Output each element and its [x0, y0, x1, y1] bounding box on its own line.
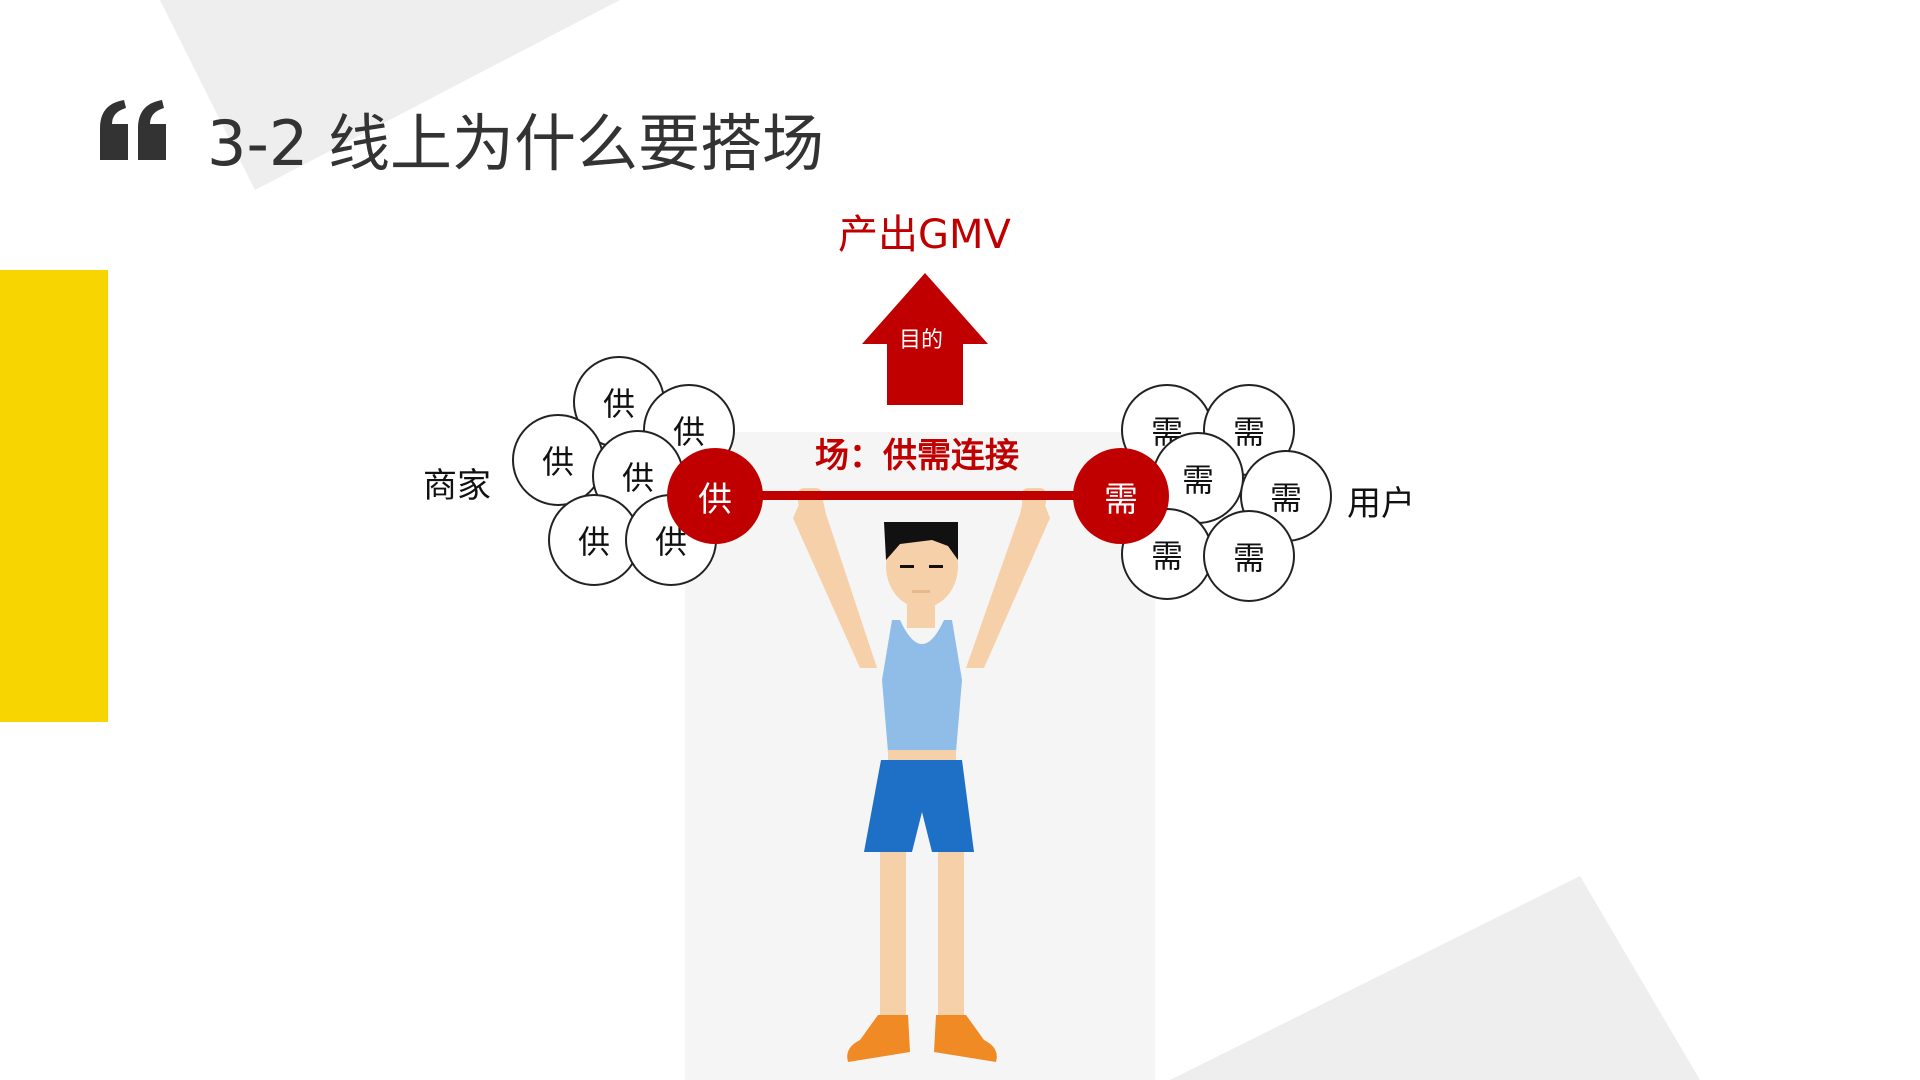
- quote-icon: [100, 100, 166, 160]
- side-accent-bar: [0, 270, 108, 722]
- merchant-label: 商家: [423, 466, 491, 506]
- left-leg: [880, 852, 906, 1022]
- bg-top-triangle: [160, 0, 620, 190]
- waist: [888, 750, 956, 760]
- right-eye: [929, 565, 943, 568]
- left-eye: [900, 565, 914, 568]
- barbell-bar: [755, 491, 1085, 500]
- right-leg: [938, 852, 964, 1022]
- right-arm: [966, 496, 1050, 668]
- goal-label: 产出GMV: [838, 212, 1011, 258]
- field-label: 场：供需连接: [815, 436, 1019, 476]
- hair: [884, 522, 958, 560]
- demand-bubble: 需: [1203, 510, 1295, 602]
- shorts: [864, 760, 974, 852]
- head: [886, 524, 958, 608]
- bg-bottom-triangle: [1170, 876, 1700, 1080]
- user-label: 用户: [1347, 484, 1415, 524]
- page-title: 3-2 线上为什么要搭场: [207, 107, 824, 180]
- tank-top: [882, 620, 962, 752]
- supply-bubble: 供: [548, 494, 640, 586]
- up-arrow-icon: [862, 273, 988, 405]
- arrow-label: 目的: [899, 328, 944, 353]
- demand-weight: 需: [1073, 448, 1169, 544]
- left-arm: [793, 496, 877, 668]
- supply-bubble: 供: [643, 384, 735, 476]
- supply-weight: 供: [667, 448, 763, 544]
- right-shoe: [934, 1015, 997, 1062]
- supply-bubble: 供: [512, 414, 604, 506]
- left-shoe: [847, 1015, 910, 1062]
- mouth: [912, 590, 930, 593]
